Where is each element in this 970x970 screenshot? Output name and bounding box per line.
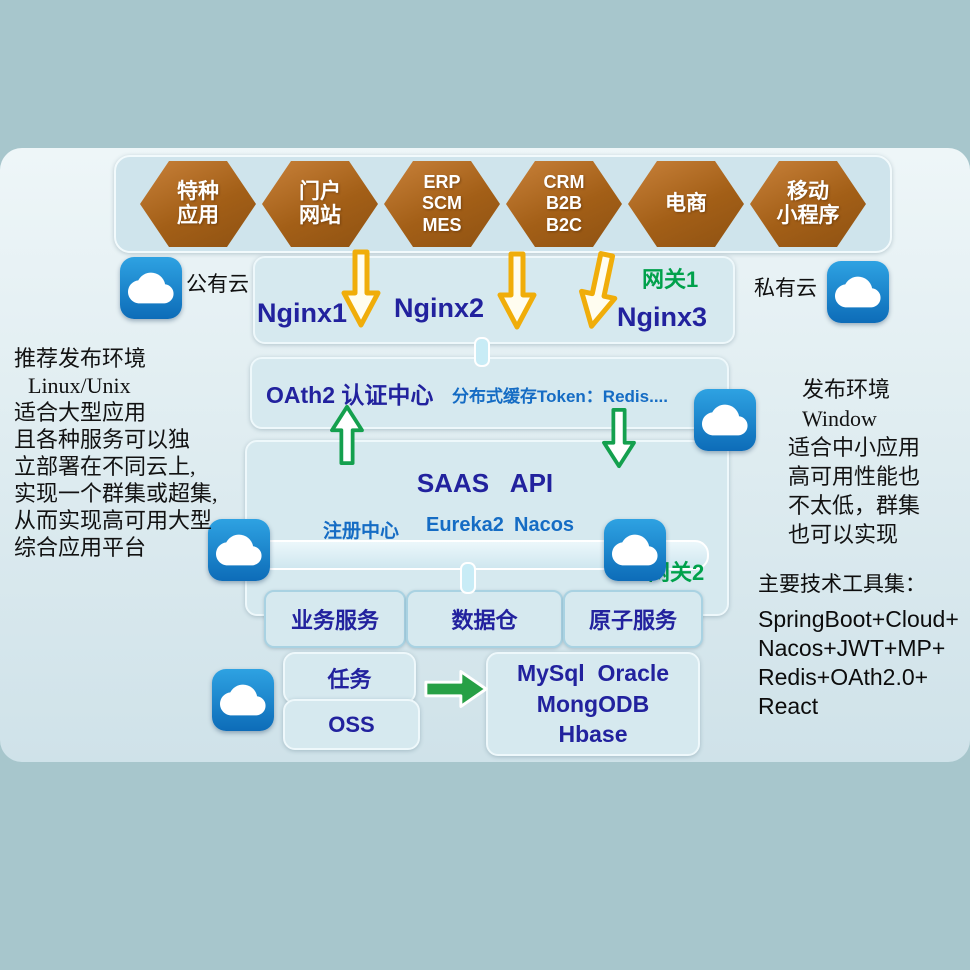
hex-line: ERP bbox=[423, 172, 461, 193]
gateway1-label: 网关1 bbox=[642, 267, 699, 292]
hexagon-crm-b2b-b2c: CRM B2B B2C bbox=[506, 161, 622, 247]
hex-line: CRM bbox=[543, 172, 585, 193]
cloud-icon bbox=[604, 519, 666, 581]
cloud-icon bbox=[694, 389, 756, 451]
hex-line: 移动 bbox=[787, 179, 829, 203]
tools-note-line: SpringBoot+Cloud+ bbox=[758, 606, 959, 632]
oss-box: OSS bbox=[283, 699, 420, 750]
hex-line: B2C bbox=[545, 214, 582, 235]
hex-line: 网站 bbox=[299, 204, 341, 227]
application-layer-strip: 特种 应用 门户 网站 ERP SCM MES CRM B2B B2C 电商 移… bbox=[114, 155, 892, 253]
hexagon-portal-site: 门户 网站 bbox=[262, 161, 378, 247]
gateway1-box bbox=[253, 256, 735, 344]
cloud-glyph bbox=[835, 276, 881, 308]
right-arrow-icon bbox=[424, 670, 488, 708]
down-arrow-icon bbox=[579, 251, 618, 329]
hexagon-special-application: 特种 应用 bbox=[140, 161, 256, 247]
hex-line: MES bbox=[422, 214, 462, 235]
cloud-icon bbox=[120, 257, 182, 319]
database-box: MySql Oracle MongODB Hbase bbox=[486, 652, 700, 756]
hex-line: 应用 bbox=[177, 204, 219, 227]
hexagon-mobile-miniprogram: 移动 小程序 bbox=[750, 161, 866, 247]
database-line: MongODB bbox=[536, 690, 650, 717]
right-environment-note: 发布环境 Window 适合中小应用 高可用性能也 不太低，群集 也可以实现 bbox=[788, 375, 968, 549]
registry-center-label: 注册中心 bbox=[323, 521, 400, 542]
up-arrow-icon bbox=[330, 404, 364, 466]
business-service-label: 业务服务 bbox=[290, 608, 379, 633]
hex-line: B2B bbox=[545, 193, 582, 214]
left-environment-note: 推荐发布环境 Linux/Unix 适合大型应用 且各种服务可以独 立部署在不同… bbox=[14, 345, 272, 561]
atomic-service-box: 原子服务 bbox=[563, 590, 703, 648]
cloud-glyph bbox=[702, 404, 748, 436]
oauth-center-box bbox=[250, 357, 729, 429]
tools-note-line: Redis+OAth2.0+ bbox=[758, 664, 929, 690]
note-line: 发布环境 bbox=[802, 377, 891, 402]
data-warehouse-label: 数据仓 bbox=[451, 608, 518, 633]
note-line: 适合中小应用 bbox=[788, 435, 921, 460]
tools-note: 主要技术工具集： SpringBoot+Cloud+ Nacos+JWT+MP+… bbox=[758, 568, 970, 721]
note-line: Linux/Unix bbox=[28, 373, 131, 398]
note-line: Window bbox=[802, 406, 877, 431]
data-warehouse-box: 数据仓 bbox=[406, 590, 563, 648]
nginx3-label: Nginx3 bbox=[617, 302, 708, 332]
tools-note-line: React bbox=[758, 693, 819, 719]
down-arrow-icon bbox=[602, 407, 636, 469]
note-line: 综合应用平台 bbox=[14, 535, 147, 560]
public-cloud-label: 公有云 bbox=[186, 272, 249, 296]
hex-line: 小程序 bbox=[776, 204, 840, 227]
token-cache-label: 分布式缓存Token：Redis.... bbox=[452, 387, 668, 406]
hexagon-erp-scm-mes: ERP SCM MES bbox=[384, 161, 500, 247]
nacos-label: Nacos bbox=[514, 514, 575, 536]
cloud-icon bbox=[212, 669, 274, 731]
tools-note-title: 主要技术工具集： bbox=[758, 572, 926, 596]
note-line: 实现一个群集或超集, bbox=[14, 481, 218, 506]
note-line: 从而实现高可用大型 bbox=[14, 508, 213, 533]
cloud-glyph bbox=[128, 272, 174, 304]
connector-pipe bbox=[460, 562, 476, 594]
connector-pipe bbox=[474, 337, 490, 367]
cloud-glyph bbox=[220, 684, 266, 716]
task-box: 任务 bbox=[283, 652, 416, 704]
nginx1-label: Nginx1 bbox=[257, 298, 348, 328]
oauth-center-title: OAth2 认证中心 bbox=[266, 382, 434, 408]
note-line: 立部署在不同云上, bbox=[14, 454, 196, 479]
private-cloud-label: 私有云 bbox=[754, 276, 817, 300]
cloud-icon bbox=[827, 261, 889, 323]
business-service-box: 业务服务 bbox=[264, 590, 406, 648]
hex-line: 门户 bbox=[299, 179, 341, 203]
cloud-glyph bbox=[216, 534, 262, 566]
down-arrow-icon bbox=[341, 249, 381, 328]
tools-note-line: Nacos+JWT+MP+ bbox=[758, 635, 946, 661]
note-line: 适合大型应用 bbox=[14, 400, 147, 425]
saas-api-title: SAAS API bbox=[416, 468, 554, 498]
note-line: 且各种服务可以独 bbox=[14, 427, 191, 452]
database-line: Hbase bbox=[558, 721, 628, 748]
hex-line: SCM bbox=[422, 193, 462, 214]
eureka-label: Eureka2 bbox=[426, 514, 504, 536]
down-arrow-icon bbox=[497, 251, 537, 330]
cloud-glyph bbox=[612, 534, 658, 566]
note-line: 也可以实现 bbox=[788, 522, 899, 547]
note-line: 推荐发布环境 bbox=[14, 346, 147, 371]
atomic-service-label: 原子服务 bbox=[588, 608, 677, 633]
hex-line: 特种 bbox=[177, 179, 219, 203]
hex-line: 电商 bbox=[665, 191, 707, 215]
hexagon-ecommerce: 电商 bbox=[628, 161, 744, 247]
database-line: MySql Oracle bbox=[516, 660, 670, 687]
task-label: 任务 bbox=[327, 667, 372, 692]
oss-label: OSS bbox=[328, 711, 375, 737]
nginx2-label: Nginx2 bbox=[394, 293, 485, 323]
note-line: 不太低，群集 bbox=[788, 493, 921, 518]
note-line: 高可用性能也 bbox=[788, 464, 921, 489]
cloud-icon bbox=[208, 519, 270, 581]
